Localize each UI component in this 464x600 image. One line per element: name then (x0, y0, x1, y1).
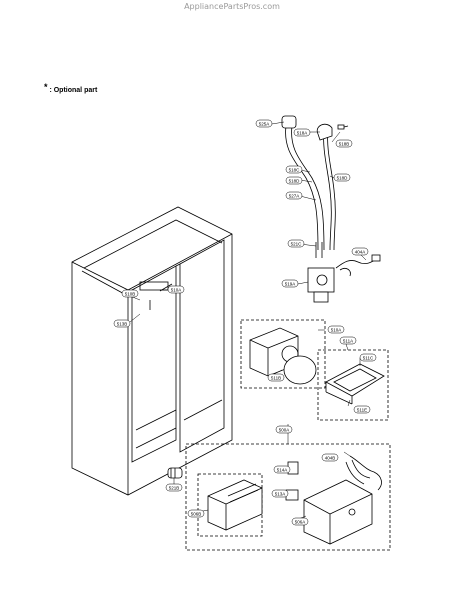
callout: 511B (267, 373, 285, 382)
callout: 514A (273, 465, 291, 474)
leader-lines (129, 121, 367, 521)
callout-text: 527A (289, 194, 300, 199)
callout-text: 404A (355, 250, 366, 255)
callout: 521B (165, 483, 183, 492)
callout-text: 521B (169, 486, 180, 491)
watermark: AppliancePartsPros.com (184, 2, 280, 11)
callout: 404A (351, 247, 369, 256)
callout: 525A (255, 119, 273, 128)
callout-text: 518C (289, 168, 301, 173)
callout: 521C (287, 239, 305, 248)
callout-text: 506A (295, 520, 306, 525)
callout: 527A (285, 191, 303, 200)
callout: 518A (293, 128, 311, 137)
callout: 513A (271, 489, 289, 498)
callout-text: 513B (117, 322, 128, 327)
callout: 500A (275, 425, 293, 434)
callout: 404B (321, 453, 339, 462)
callout: 513B (113, 319, 131, 328)
callout-text: 510B (125, 292, 136, 297)
callout-text: 500A (279, 428, 290, 433)
water-valve (307, 267, 351, 303)
callout-text: 511C (363, 356, 374, 361)
callout-text: 511B (271, 376, 281, 381)
callout: 518D (285, 176, 303, 185)
wire-harness-lower (345, 455, 382, 491)
callout-text: 518D (337, 176, 349, 181)
callout: 506A (291, 517, 309, 526)
callout: 510B (121, 289, 139, 298)
callout-text: 513A (275, 492, 286, 497)
callout: 510A (167, 285, 185, 294)
callout-text: 510A (331, 328, 342, 333)
callout-text: 518D (289, 179, 301, 184)
callout: 510A (327, 325, 345, 334)
callout: 518C (285, 165, 303, 174)
callout-text: 518A (297, 131, 308, 136)
filter-cap (167, 467, 183, 479)
callout-text: 510A (171, 288, 182, 293)
callout: 511A (339, 336, 357, 345)
callout: 511C (359, 353, 377, 362)
tray-part (325, 363, 385, 405)
dispenser-group-box (240, 319, 326, 389)
callout-text: 518B (339, 142, 350, 147)
callout-text: 521C (291, 242, 303, 247)
callout-text: 506B (191, 512, 202, 517)
callout: 518D (333, 173, 351, 182)
callout-text: 525A (259, 122, 270, 127)
optional-part-symbol: * (44, 82, 48, 92)
callout: 506B (187, 509, 205, 518)
callout-text: 514A (277, 468, 288, 473)
callout: 511E (353, 405, 371, 414)
icemaker-unit (207, 479, 263, 531)
refrigerator-cabinet (71, 206, 233, 496)
callout-text: 511A (343, 339, 353, 344)
callout: 518B (335, 139, 353, 148)
control-box (303, 479, 373, 545)
optional-part-text: : Optional part (47, 87, 98, 94)
callout-text: 511E (357, 408, 367, 413)
tray-group-box (317, 349, 389, 421)
callout: 519A (281, 279, 299, 288)
water-tube-assembly (281, 115, 349, 258)
callout-text: 404B (325, 456, 336, 461)
callout-text: 519A (285, 282, 296, 287)
callout-labels: 525A 518A 518B 518C 518D 518D 527A 521C … (113, 119, 377, 526)
ice-chute (249, 327, 317, 385)
optional-part-note: * : Optional part (44, 82, 98, 94)
wire-harness-upper (335, 254, 381, 269)
